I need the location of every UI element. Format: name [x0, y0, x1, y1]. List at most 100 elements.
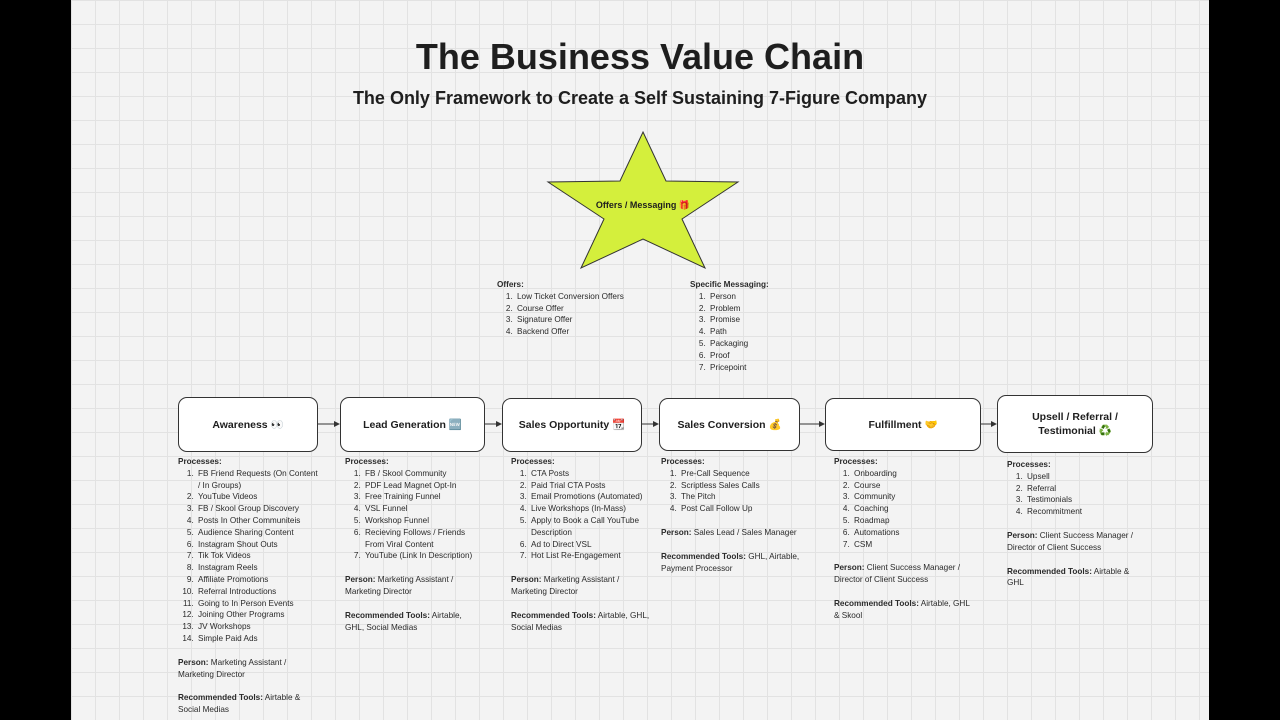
- tools-heading: Recommended Tools:: [511, 610, 596, 620]
- list-item: YouTube (Link In Description): [363, 550, 480, 562]
- list-item: Posts In Other Communiteis: [196, 515, 318, 527]
- stage-sales-conversion[interactable]: Sales Conversion 💰: [659, 398, 800, 451]
- list-item: Scriptless Sales Calls: [679, 480, 811, 492]
- lead-generation-details: Processes: FB / Skool Community PDF Lead…: [345, 456, 480, 633]
- stage-lead-generation[interactable]: Lead Generation 🆕: [340, 397, 485, 452]
- sales-opportunity-details: Processes: CTA Posts Paid Trial CTA Post…: [511, 456, 651, 633]
- stage-awareness[interactable]: Awareness 👀: [178, 397, 318, 452]
- list-item: CTA Posts: [529, 468, 651, 480]
- whiteboard-canvas[interactable]: [71, 0, 1209, 720]
- list-item: Referral: [1025, 483, 1147, 495]
- person-line: Person: Marketing Assistant / Marketing …: [178, 657, 318, 681]
- list-item: Course Offer: [515, 303, 657, 315]
- person-line: Person: Client Success Manager / Directo…: [1007, 530, 1147, 554]
- person-value: Marketing Assistant / Marketing Director: [178, 657, 287, 679]
- list-item: Upsell: [1025, 471, 1147, 483]
- tools-line: Recommended Tools: GHL, Airtable, Paymen…: [661, 551, 811, 575]
- person-line: Person: Sales Lead / Sales Manager: [661, 527, 811, 539]
- fulfillment-details: Processes: Onboarding Course Community C…: [834, 456, 974, 622]
- list-item: Signature Offer: [515, 314, 657, 326]
- person-value: Client Success Manager / Director of Cli…: [834, 563, 961, 585]
- upsell-details: Processes: Upsell Referral Testimonials …: [1007, 459, 1147, 589]
- person-heading: Person:: [1007, 530, 1038, 540]
- list-item: Workshop Funnel: [363, 515, 480, 527]
- list-item: Post Call Follow Up: [679, 503, 811, 515]
- sales-conversion-details: Processes: Pre-Call Sequence Scriptless …: [661, 456, 811, 574]
- list-item: Recieving Follows / Friends From Viral C…: [363, 527, 480, 551]
- processes-heading: Processes:: [1007, 460, 1051, 469]
- list-item: Referral Introductions: [196, 586, 318, 598]
- list-item: PDF Lead Magnet Opt-In: [363, 480, 480, 492]
- list-item: Recommitment: [1025, 506, 1147, 518]
- processes-heading: Processes:: [661, 457, 705, 466]
- person-value: Sales Lead / Sales Manager: [693, 527, 797, 537]
- list-item: Community: [852, 491, 974, 503]
- list-item: Onboarding: [852, 468, 974, 480]
- tools-value: GHL, Airtable, Payment Processor: [661, 551, 800, 573]
- list-item: CSM: [852, 539, 974, 551]
- processes-heading: Processes:: [511, 457, 555, 466]
- stage-upsell-referral-testimonial[interactable]: Upsell / Referral / Testimonial ♻️: [997, 395, 1153, 453]
- diagram-title: The Business Value Chain: [415, 36, 865, 77]
- list-item: Problem: [708, 303, 810, 315]
- list-item: YouTube Videos: [196, 491, 318, 503]
- list-item: Ad to Direct VSL: [529, 539, 651, 551]
- tools-heading: Recommended Tools:: [1007, 566, 1092, 576]
- messaging-heading: Specific Messaging:: [690, 280, 769, 289]
- person-line: Person: Marketing Assistant / Marketing …: [345, 574, 480, 598]
- stage-label: Upsell / Referral / Testimonial ♻️: [1032, 411, 1118, 437]
- tools-value: Airtable, GHL, Social Medias: [511, 610, 650, 632]
- tools-value: Airtable & Social Medias: [178, 693, 301, 715]
- list-item: Tik Tok Videos: [196, 550, 318, 562]
- tools-heading: Recommended Tools:: [661, 551, 746, 561]
- stage-label: Sales Conversion 💰: [677, 418, 782, 431]
- processes-heading: Processes:: [178, 457, 222, 466]
- person-heading: Person:: [345, 575, 376, 585]
- messaging-list-block: Specific Messaging: Person Problem Promi…: [690, 279, 810, 373]
- stage-label: Awareness 👀: [212, 418, 284, 431]
- processes-heading: Processes:: [345, 457, 389, 466]
- list-item: Instagram Shout Outs: [196, 539, 318, 551]
- person-heading: Person:: [834, 563, 865, 573]
- tools-heading: Recommended Tools:: [834, 598, 919, 608]
- list-item: Simple Paid Ads: [196, 633, 318, 645]
- list-item: Person: [708, 291, 810, 303]
- list-item: Affiliate Promotions: [196, 574, 318, 586]
- list-item: Automations: [852, 527, 974, 539]
- person-line: Person: Client Success Manager / Directo…: [834, 562, 974, 586]
- tools-heading: Recommended Tools:: [345, 610, 430, 620]
- person-value: Client Success Manager / Director of Cli…: [1007, 530, 1134, 552]
- list-item: Pre-Call Sequence: [679, 468, 811, 480]
- list-item: Joining Other Programs: [196, 609, 318, 621]
- list-item: FB / Skool Group Discovery: [196, 503, 318, 515]
- list-item: Hot List Re-Engagement: [529, 550, 651, 562]
- person-value: Marketing Assistant / Marketing Director: [345, 575, 454, 596]
- list-item: Promise: [708, 314, 810, 326]
- list-item: Instagram Reels: [196, 562, 318, 574]
- stage-label: Sales Opportunity 📆: [518, 419, 626, 431]
- stage-sales-opportunity[interactable]: Sales Opportunity 📆: [502, 398, 642, 452]
- list-item: Going to In Person Events: [196, 598, 318, 610]
- list-item: The Pitch: [679, 491, 811, 503]
- person-value: Marketing Assistant / Marketing Director: [511, 575, 620, 596]
- offers-messaging-star[interactable]: [546, 130, 740, 270]
- list-item: Backend Offer: [515, 326, 657, 338]
- list-item: Pricepoint: [708, 362, 810, 374]
- list-item: Paid Trial CTA Posts: [529, 480, 651, 492]
- stage-fulfillment[interactable]: Fulfillment 🤝: [825, 398, 981, 451]
- awareness-details: Processes: FB Friend Requests (On Conten…: [178, 456, 318, 716]
- list-item: FB / Skool Community: [363, 468, 480, 480]
- tools-line: Recommended Tools: Airtable, GHL, Social…: [511, 610, 651, 634]
- stage-label: Lead Generation 🆕: [363, 418, 462, 431]
- list-item: VSL Funnel: [363, 503, 480, 515]
- offers-heading: Offers:: [497, 280, 524, 289]
- list-item: Apply to Book a Call YouTube Description: [529, 515, 651, 539]
- stage-label: Fulfillment 🤝: [868, 418, 938, 431]
- list-item: Testimonials: [1025, 494, 1147, 506]
- list-item: Packaging: [708, 338, 810, 350]
- tools-line: Recommended Tools: Airtable, GHL & Skool: [834, 598, 974, 622]
- star-shape: [546, 130, 740, 270]
- tools-line: Recommended Tools: Airtable & GHL: [1007, 566, 1147, 590]
- person-heading: Person:: [661, 527, 692, 537]
- list-item: Roadmap: [852, 515, 974, 527]
